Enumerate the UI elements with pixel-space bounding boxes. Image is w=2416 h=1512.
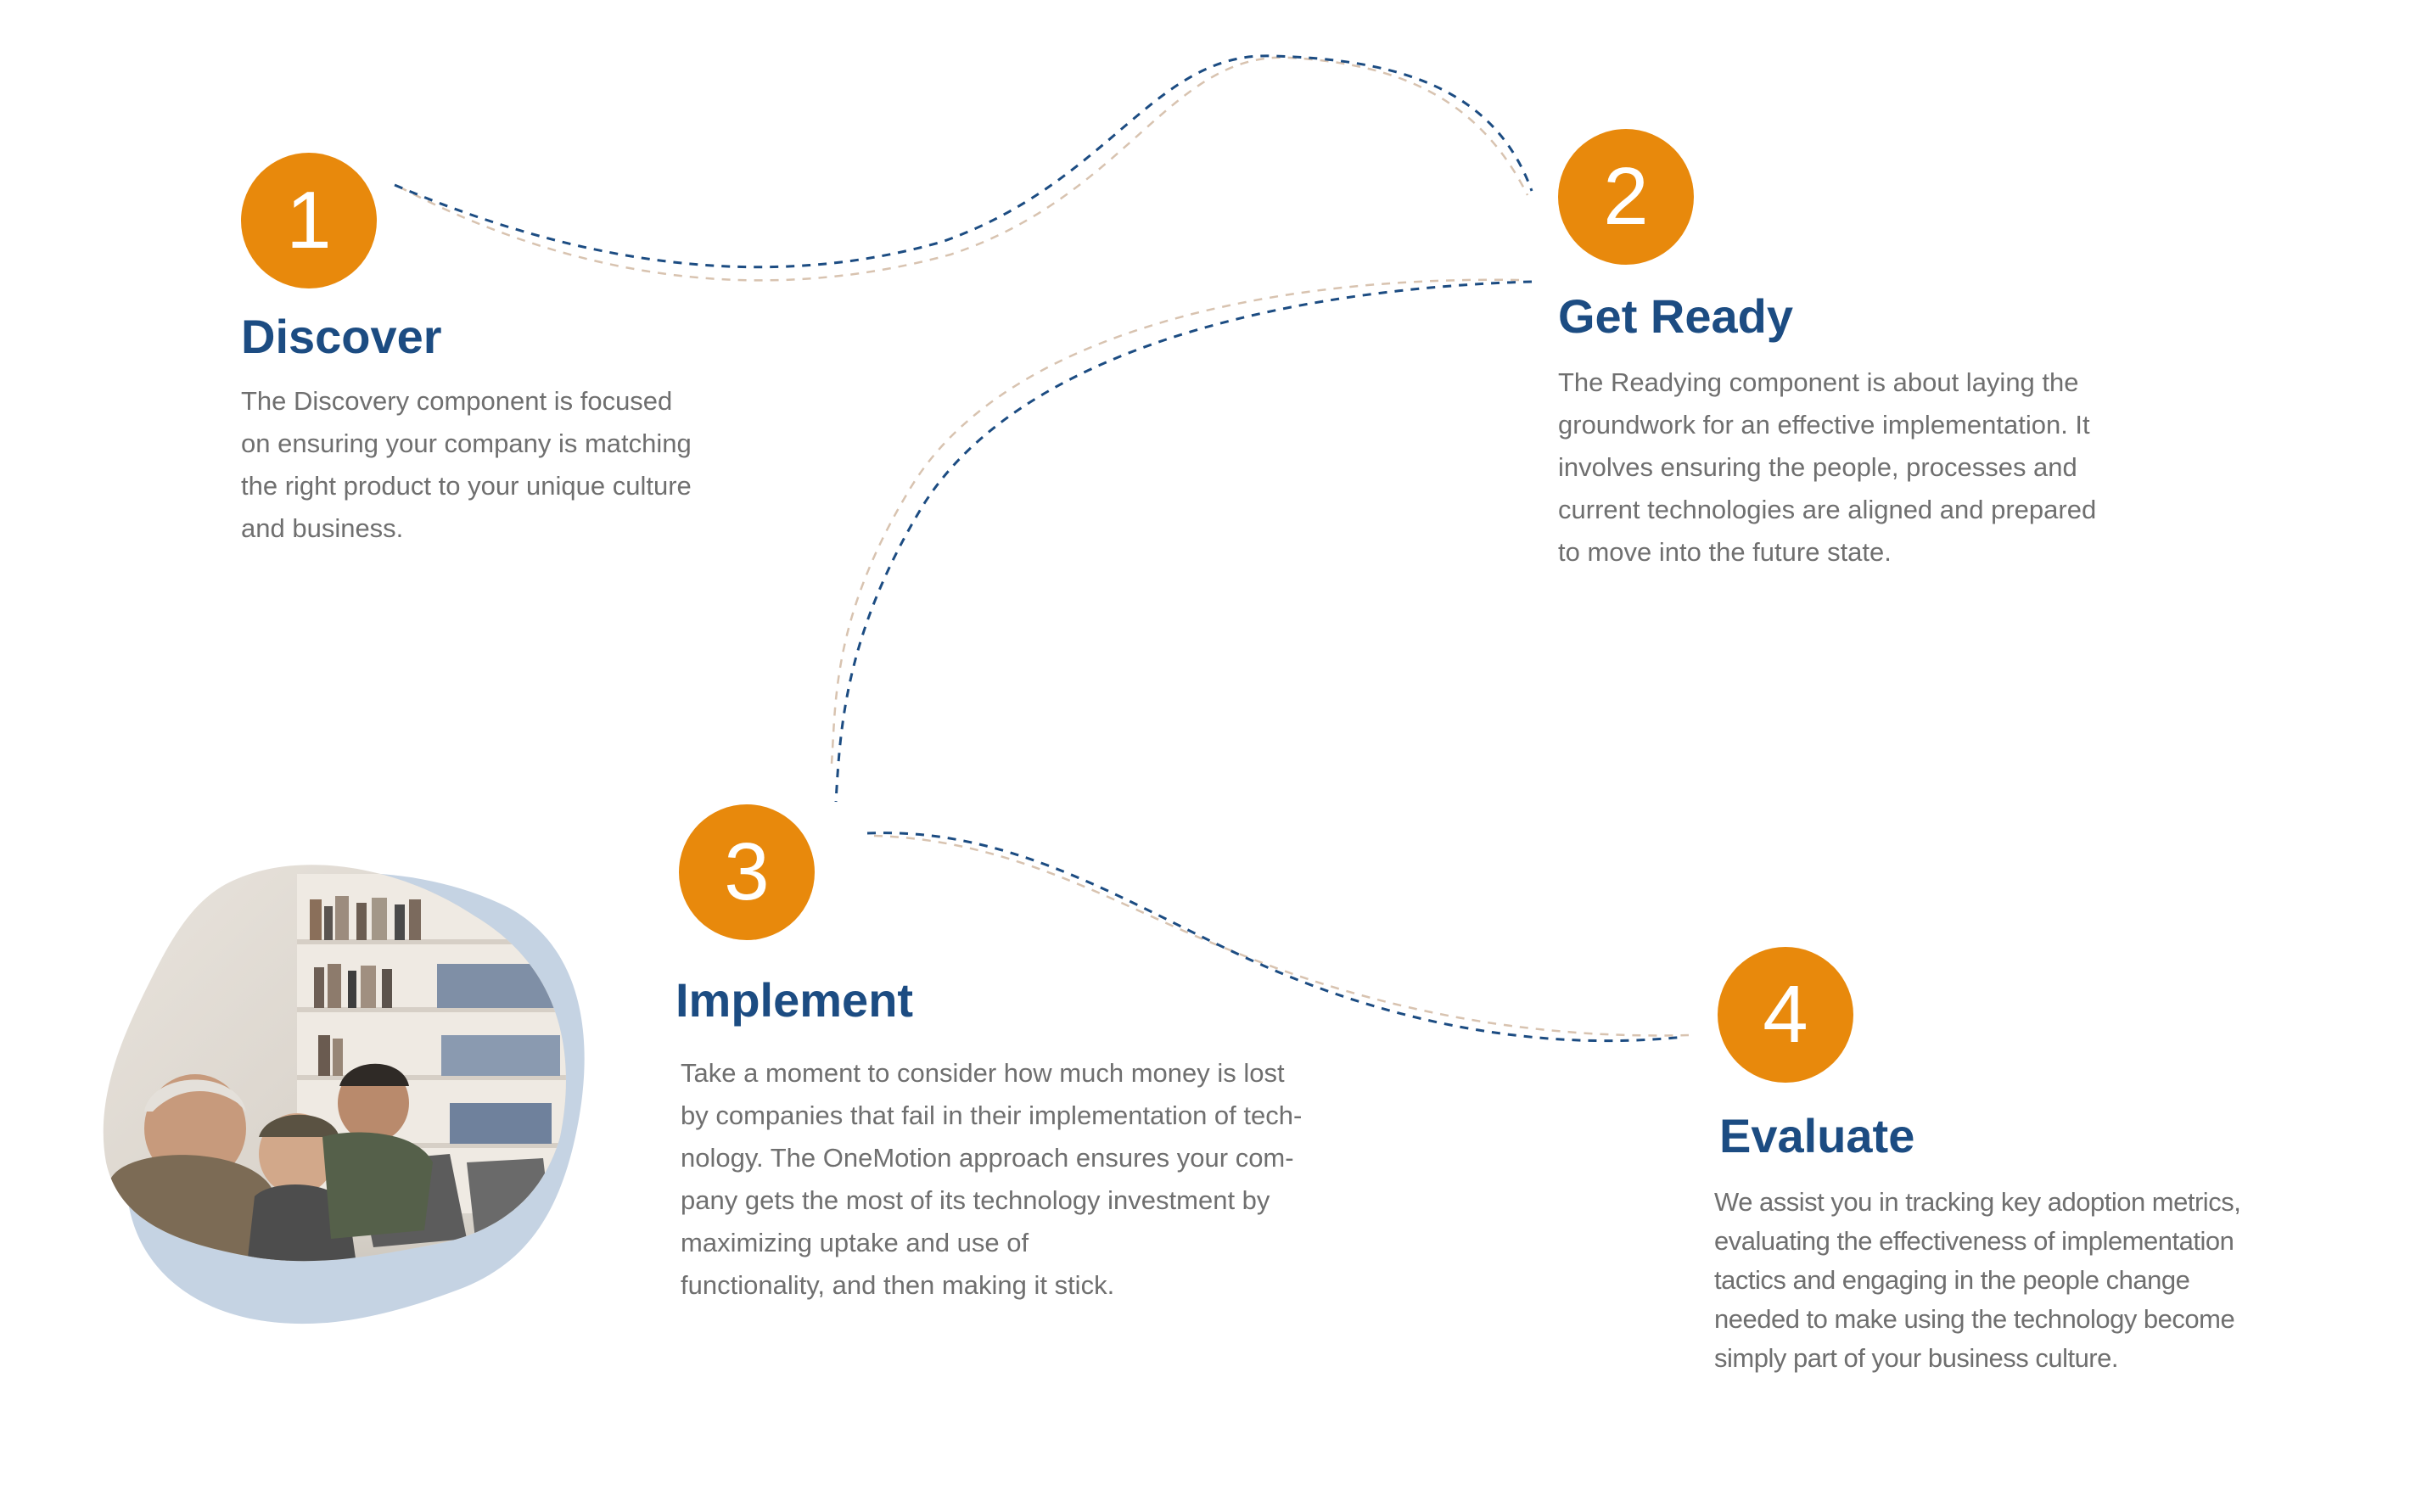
description-line: evaluating the effectiveness of implemen…: [1714, 1226, 2234, 1256]
description-line: Take a moment to consider how much money…: [681, 1058, 1285, 1088]
team-photo-icon: [103, 865, 585, 1324]
description-line: on ensuring your company is matching: [241, 428, 692, 458]
step-description-discover: The Discovery component is focused on en…: [241, 380, 692, 550]
step-description-get-ready: The Readying component is about laying t…: [1558, 361, 2096, 574]
step-title-implement: Implement: [675, 973, 914, 1027]
step-discover: 1: [241, 153, 377, 288]
step-get-ready: 2: [1558, 129, 1694, 265]
description-line: current technologies are aligned and pre…: [1558, 495, 2097, 524]
description-line: to move into the future state.: [1558, 537, 1892, 567]
description-line: We assist you in tracking key adoption m…: [1714, 1187, 2241, 1217]
description-line: nology. The OneMotion approach ensures y…: [681, 1143, 1294, 1173]
description-line: functionality, and then making it stick.: [681, 1270, 1115, 1300]
connector-2-3-shadow: [830, 278, 1520, 764]
description-line: maximizing uptake and use of: [681, 1228, 1029, 1257]
connector-1-2: [394, 54, 1533, 269]
description-line: and business.: [241, 513, 404, 543]
step-number-badge: 2: [1558, 129, 1694, 265]
description-line: involves ensuring the people, processes …: [1558, 452, 2077, 482]
step-implement: 3: [679, 804, 815, 940]
step-evaluate: 4: [1718, 947, 1853, 1083]
step-title-discover: Discover: [241, 310, 442, 363]
team-photo: [102, 857, 586, 1332]
description-line: tactics and engaging in the people chang…: [1714, 1265, 2190, 1295]
description-line: simply part of your business culture.: [1714, 1343, 2119, 1373]
description-line: by companies that fail in their implemen…: [681, 1100, 1303, 1130]
step-number-badge: 3: [679, 804, 815, 940]
step-description-implement: Take a moment to consider how much money…: [681, 1052, 1302, 1307]
description-line: pany gets the most of its technology inv…: [681, 1185, 1270, 1215]
description-line: The Readying component is about laying t…: [1558, 367, 2079, 397]
step-title-evaluate: Evaluate: [1719, 1109, 1915, 1162]
description-line: the right product to your unique culture: [241, 471, 692, 501]
step-number-badge: 1: [241, 153, 377, 288]
connector-3-4: [866, 832, 1685, 1043]
connector-2-3: [834, 280, 1533, 803]
connector-3-4-shadow: [873, 834, 1690, 1037]
step-description-evaluate: We assist you in tracking key adoption m…: [1714, 1183, 2241, 1378]
connector-1-2-shadow: [398, 56, 1529, 282]
description-line: groundwork for an effective implementati…: [1558, 410, 2090, 440]
step-number-badge: 4: [1718, 947, 1853, 1083]
description-line: needed to make using the technology beco…: [1714, 1304, 2235, 1334]
description-line: The Discovery component is focused: [241, 386, 673, 416]
step-title-get-ready: Get Ready: [1558, 289, 1793, 343]
